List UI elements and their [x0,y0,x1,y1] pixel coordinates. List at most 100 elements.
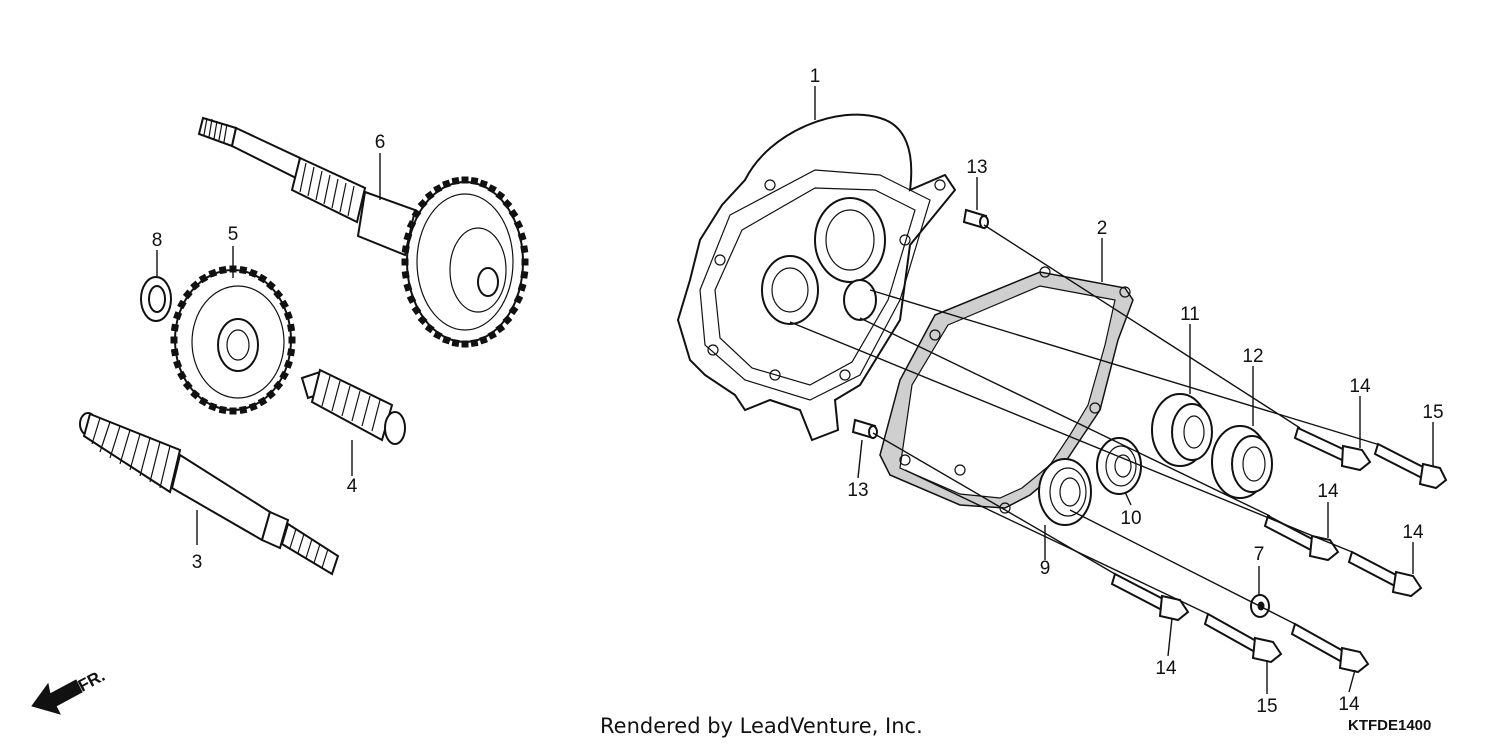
gear-tooth [257,396,268,407]
transmission-case-part-1[interactable] [676,113,957,442]
gear-tooth [287,348,296,357]
bolt-part-15-a[interactable] [1373,442,1448,490]
gear-tooth [198,396,209,407]
gear-tooth [451,176,460,186]
oil-seal-part-12[interactable] [1211,425,1273,499]
gear-tooth [283,359,293,369]
gear-tooth [433,330,443,340]
gear-tooth [442,179,451,189]
gear-tooth [470,176,479,186]
bolt-part-14-a[interactable] [1293,426,1372,472]
gear-tooth [279,370,289,381]
countershaft-part-6[interactable] [197,116,529,348]
gear-tooth [502,199,513,209]
callout-15-a: 15 [1422,402,1443,423]
bolt-part-14-e[interactable] [1290,622,1370,674]
gear-tooth [287,323,296,332]
callout-14-e: 14 [1338,694,1360,715]
gear-tooth [265,389,276,400]
gear-tooth [417,315,428,325]
gear-tooth [470,338,479,348]
gear-tooth [288,336,296,344]
gear-tooth [461,176,469,184]
bearing-part-10[interactable] [1096,437,1142,495]
oil-seal-part-11[interactable] [1151,393,1213,467]
gear-tooth [508,305,519,316]
gear-tooth [177,370,187,381]
gear-tooth [273,380,284,391]
gear-tooth [433,184,443,194]
gear-tooth [190,280,201,291]
gear-tooth [479,335,488,345]
gear-tooth [170,336,178,344]
callout-6: 6 [375,132,386,153]
gear-tooth [442,335,451,345]
callout-1: 1 [810,66,821,87]
gear-tooth [521,258,529,266]
bolt-part-14-c[interactable] [1347,550,1423,598]
gear-tooth [417,199,428,209]
gear-tooth [403,232,413,242]
callout-7: 7 [1254,544,1265,565]
gear-tooth [208,268,218,278]
gear-tooth [177,299,187,310]
gear-tooth [173,359,183,369]
gear-tooth [495,190,506,201]
callout-11: 11 [1180,304,1200,325]
callout-13-lower: 13 [847,480,868,501]
pinion-part-4[interactable] [300,368,406,445]
leader-lines [156,86,1434,694]
bolt-part-14-d[interactable] [1110,572,1190,622]
gear-tooth [502,315,513,325]
gear-tooth [411,305,422,316]
gear-tooth [513,220,524,230]
gear-tooth [283,311,293,321]
dowel-pin-part-13-upper[interactable] [962,208,989,230]
gear-tooth [520,270,529,279]
gear-tooth [239,266,248,275]
render-credit: Rendered by LeadVenture, Inc. [600,714,923,738]
gear-tooth [190,389,201,400]
gear-tooth [520,245,529,254]
gear-tooth [424,190,435,201]
gear-tooth [170,348,179,357]
callout-8: 8 [152,230,163,251]
gear-tooth [273,289,284,300]
gear-tooth [279,299,289,310]
gear-tooth [495,323,506,334]
bearing-part-9[interactable] [1038,458,1092,526]
callout-14-c: 14 [1402,522,1424,543]
final-shaft-part-3[interactable] [79,412,340,576]
gear-tooth [424,323,435,334]
gear-tooth [517,282,527,292]
gear-part-5[interactable] [170,265,296,415]
gear-tooth [198,273,209,284]
dowel-pin-part-13-lower[interactable] [851,418,878,440]
gear-tooth [173,311,183,321]
gear-tooth [208,402,218,412]
callout-14-b: 14 [1317,481,1339,502]
bolt-part-14-b[interactable] [1263,514,1340,562]
callout-labels: 1 2 3 4 5 6 7 8 9 10 11 12 13 13 14 14 1… [152,66,1444,717]
gasket-part-2[interactable] [879,266,1134,514]
gear-tooth [265,280,276,291]
gear-tooth [401,245,410,254]
callout-2: 2 [1097,218,1108,239]
assembly-guide-lines [789,224,1381,625]
gear-tooth [406,294,417,304]
callout-9: 9 [1040,558,1051,579]
forward-direction-arrow: FR. [31,666,108,715]
washer-part-8[interactable] [140,276,172,322]
callout-10: 10 [1120,508,1141,529]
gear-tooth [411,208,422,219]
gear-tooth [517,232,527,242]
gear-tooth [406,220,417,230]
gear-tooth [182,380,193,391]
gear-tooth [218,266,227,275]
gear-tooth [401,258,409,266]
bolt-part-15-b[interactable] [1203,612,1283,664]
callout-13-upper: 13 [966,157,987,178]
front-arrow-icon [31,679,83,715]
gear-tooth [239,405,248,414]
